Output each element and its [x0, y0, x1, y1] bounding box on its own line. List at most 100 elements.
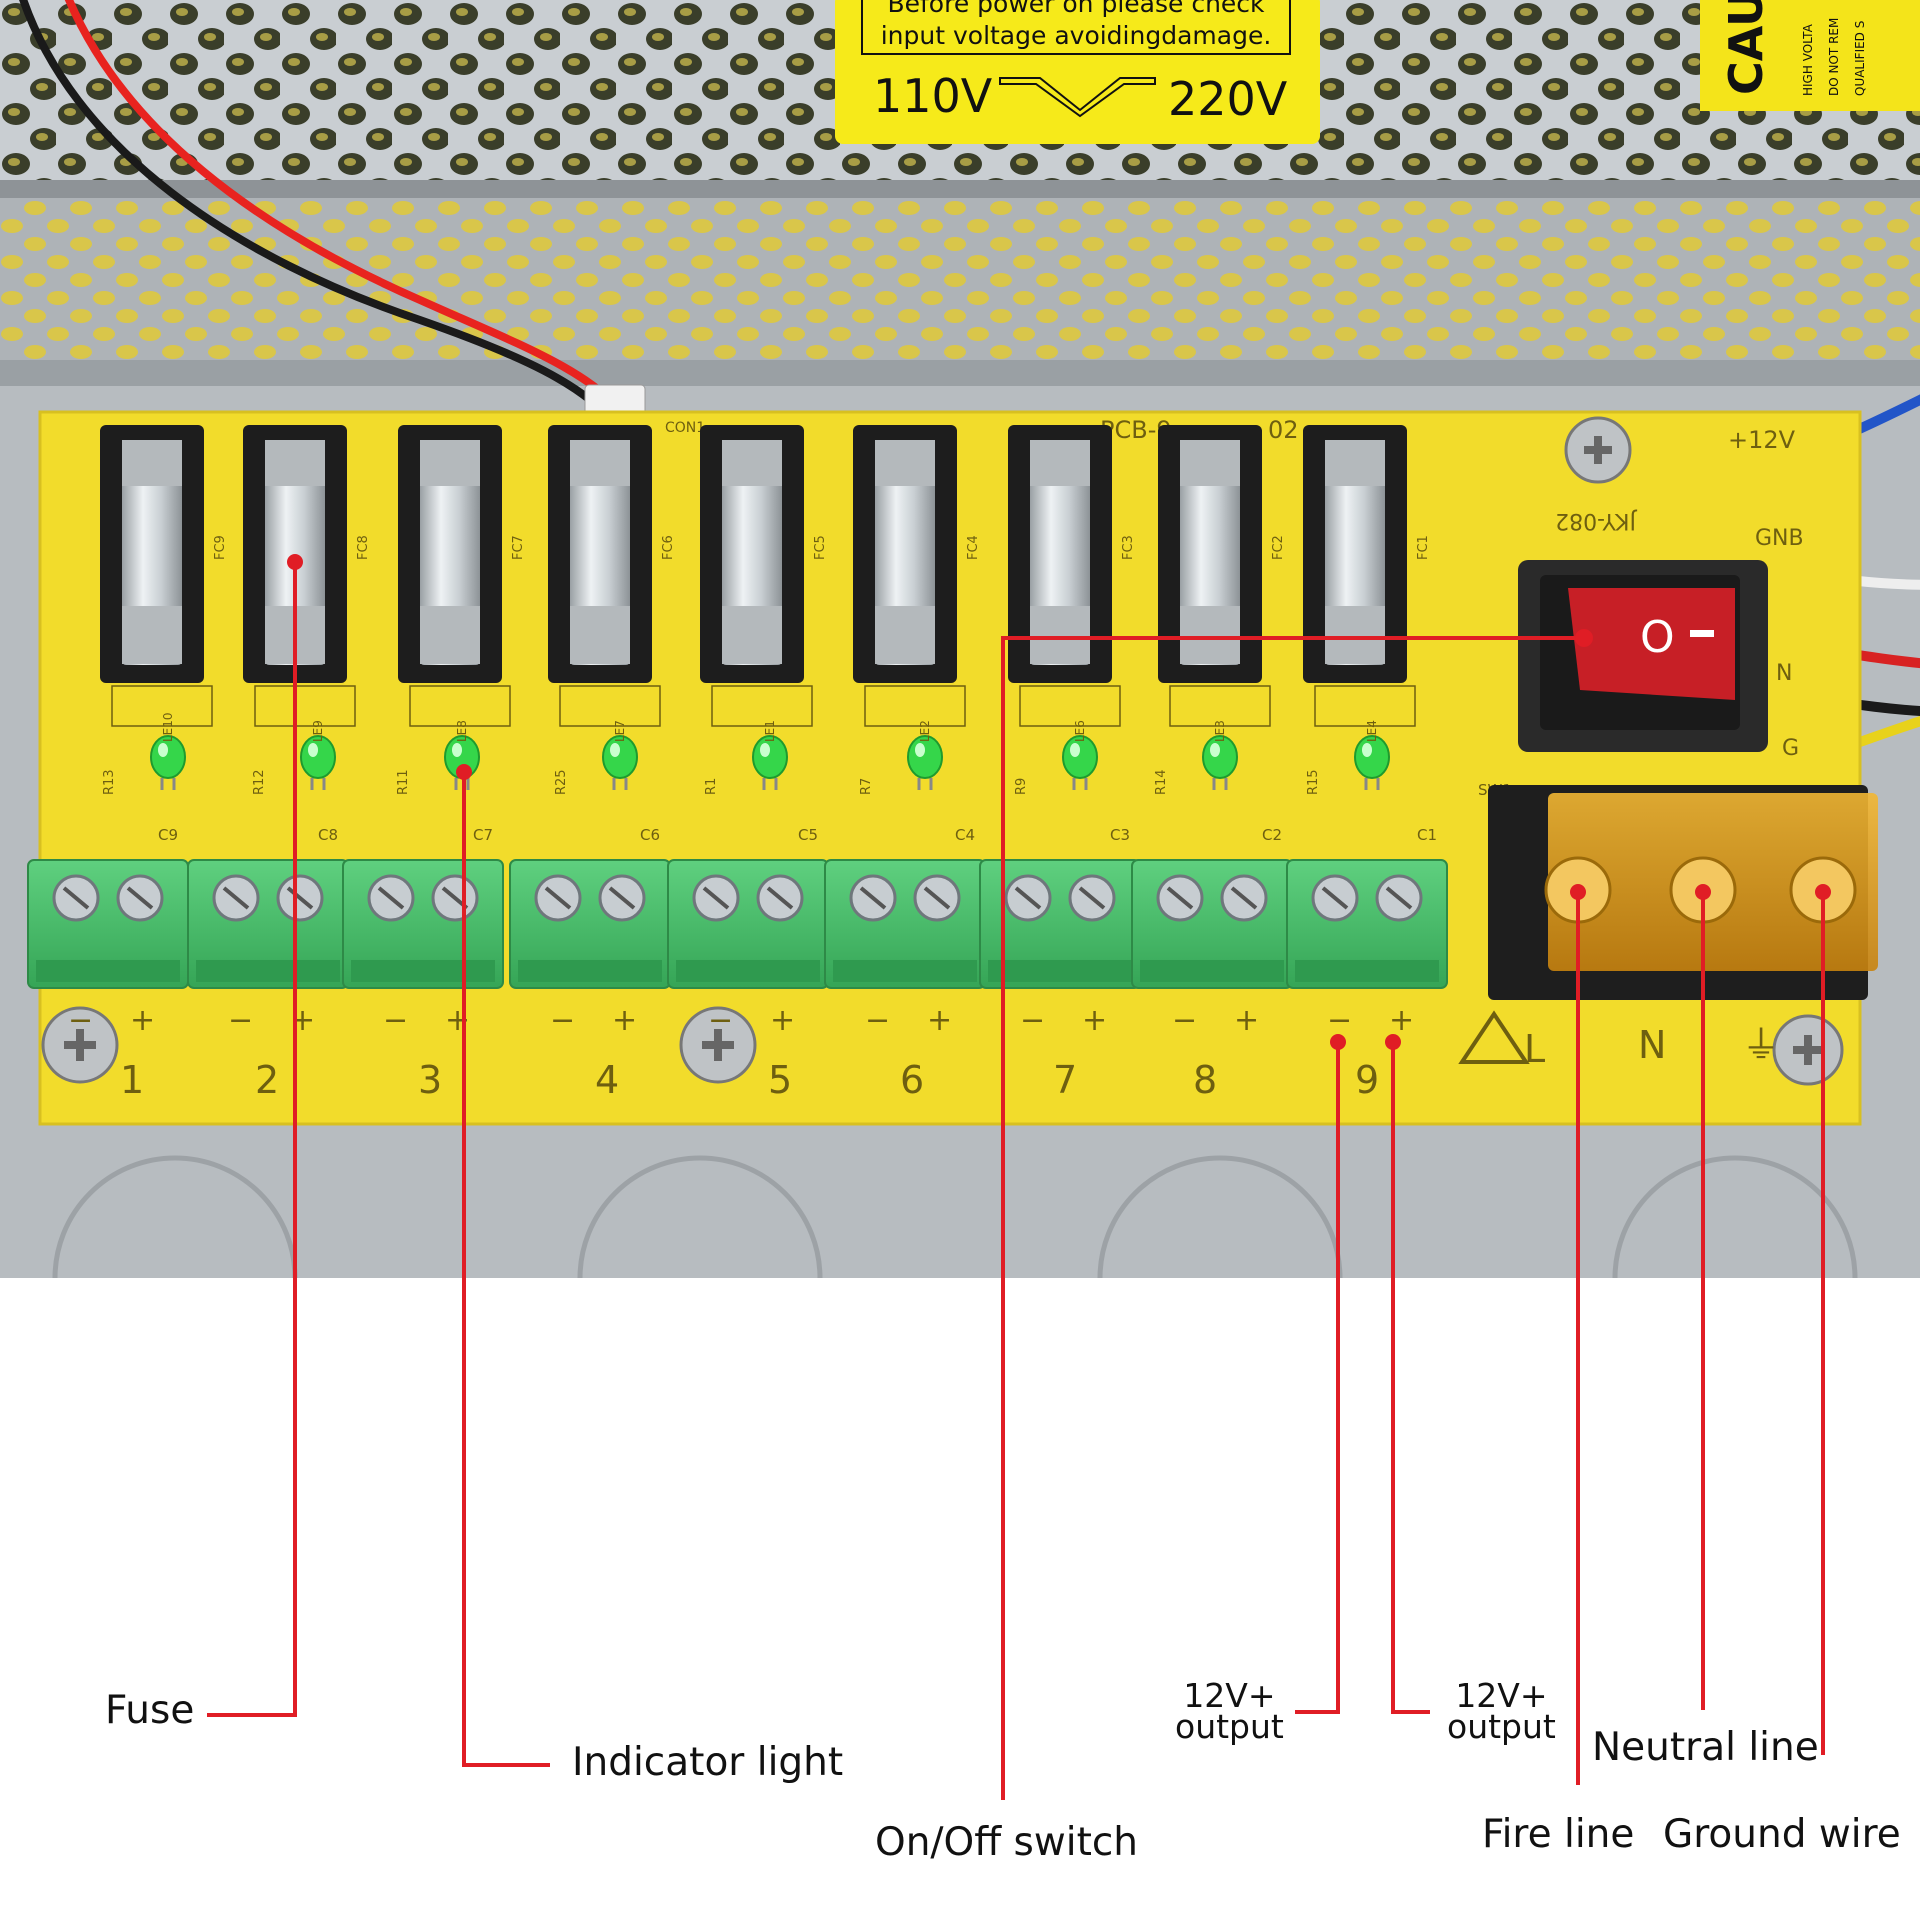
mains-label-n: N — [1638, 1023, 1666, 1067]
on-off-switch: O — [1518, 560, 1768, 752]
output-terminal-block — [667, 859, 829, 989]
resistor-ref: R1 — [704, 778, 719, 795]
fuse-ref: FC5 — [813, 535, 828, 560]
led-row: LE10R13LE9R12LE8R11LE7R25LE1R1LE2R7LE6R9… — [102, 712, 1390, 795]
connector-ref: CON1 — [665, 420, 705, 436]
cap-ref: C8 — [318, 826, 338, 844]
model-ref: JKY-082 — [1555, 508, 1638, 533]
channel-number: 1 — [120, 1058, 144, 1102]
caution-line-1: HIGH VOLTA — [1801, 23, 1815, 96]
output-terminal-block — [1286, 859, 1448, 989]
leader-indicator — [462, 770, 550, 1767]
fuse: FC4 — [853, 425, 981, 727]
polarity-minus: − — [1327, 1003, 1352, 1038]
channel-number: 7 — [1053, 1058, 1077, 1102]
output-terminal-block — [979, 859, 1141, 989]
sticker-line-2: input voltage avoidingdamage. — [881, 21, 1272, 50]
callout-indicator-light: Indicator light — [572, 1740, 844, 1785]
callout-fire-line: Fire line — [1482, 1812, 1635, 1857]
polarity-minus: − — [550, 1003, 575, 1038]
callout-output-plus: 12V+ output — [1447, 1679, 1556, 1743]
output-terminal-block — [27, 859, 189, 989]
led-ref: LE9 — [311, 720, 325, 742]
output-terminal-block — [1131, 859, 1293, 989]
channel-number: 9 — [1355, 1058, 1379, 1102]
psu-vent-strip — [0, 198, 1920, 378]
rail-label-gnb: GNB — [1755, 526, 1804, 551]
led-ref: LE4 — [1365, 720, 1379, 742]
fuse-ref: FC2 — [1271, 535, 1286, 560]
polarity-minus: − — [228, 1003, 253, 1038]
switch-off-mark: O — [1640, 612, 1675, 663]
resistor-ref: R11 — [396, 769, 411, 795]
voltage-sticker: Before power on please check input volta… — [835, 0, 1320, 144]
channel-number: 4 — [595, 1058, 619, 1102]
callout-output-minus-line1: 12V+ — [1183, 1676, 1276, 1715]
output-terminal-block — [824, 859, 986, 989]
leader-switch — [1001, 636, 1584, 1800]
fuse: FC2 — [1158, 425, 1286, 727]
polarity-minus: − — [68, 1003, 93, 1038]
polarity-plus: + — [927, 1003, 952, 1038]
fuse-ref: FC6 — [661, 535, 676, 560]
resistor-ref: R14 — [1154, 769, 1169, 795]
cap-ref: C7 — [473, 826, 493, 844]
fuse: FC6 — [548, 425, 676, 727]
callout-leaders — [207, 560, 1825, 1800]
fuse: FC3 — [1008, 425, 1136, 727]
led-ref: LE7 — [613, 720, 627, 742]
channel-number: 2 — [255, 1058, 279, 1102]
caution-line-2: DO NOT REM — [1827, 18, 1841, 96]
fuse-ref: FC1 — [1416, 535, 1431, 560]
channel-number: 5 — [768, 1058, 792, 1102]
cap-ref: C3 — [1110, 826, 1130, 844]
fuse: FC1 — [1303, 425, 1431, 727]
fuse: FC9 — [100, 425, 228, 727]
channel-number: 3 — [418, 1058, 442, 1102]
callout-on-off-switch: On/Off switch — [875, 1820, 1139, 1865]
led-ref: LE8 — [455, 720, 469, 742]
polarity-minus: − — [865, 1003, 890, 1038]
output-terminal-row — [27, 859, 1448, 989]
resistor-ref: R12 — [252, 769, 267, 795]
caution-sticker: CAU HIGH VOLTA DO NOT REM QUALIFIED S — [1700, 0, 1920, 111]
polarity-plus: + — [1389, 1003, 1414, 1038]
resistor-ref: R9 — [1014, 778, 1029, 795]
fuse-ref: FC4 — [966, 535, 981, 560]
resistor-ref: R7 — [859, 778, 874, 795]
cap-ref: C1 — [1417, 826, 1437, 844]
led-ref: LE3 — [1213, 720, 1227, 742]
fuse-ref: FC3 — [1121, 535, 1136, 560]
polarity-plus: + — [612, 1003, 637, 1038]
leader-output-plus — [1391, 1042, 1430, 1714]
cap-ref: C6 — [640, 826, 660, 844]
photo-region: Before power on please check input volta… — [0, 0, 1920, 1279]
polarity-minus: − — [1020, 1003, 1045, 1038]
callout-ground-wire: Ground wire — [1663, 1812, 1901, 1857]
fuse-ref: FC7 — [511, 535, 526, 560]
resistor-ref: R13 — [102, 769, 117, 795]
led-ref: LE2 — [918, 720, 932, 742]
fuse-ref: FC9 — [213, 535, 228, 560]
caution-title: CAU — [1719, 0, 1773, 95]
callout-neutral-line: Neutral line — [1592, 1725, 1819, 1770]
led-ref: LE6 — [1073, 720, 1087, 742]
leader-dots — [287, 554, 1831, 1050]
resistor-ref: R25 — [554, 769, 569, 795]
mains-label-l: L — [1524, 1027, 1545, 1071]
voltage-220: 220V — [1168, 72, 1288, 126]
polarity-plus: + — [1082, 1003, 1107, 1038]
resistor-ref: R15 — [1306, 769, 1321, 795]
leader-output-minus — [1295, 1042, 1340, 1714]
cap-ref: C4 — [955, 826, 975, 844]
mains-label-ground: ⏚ — [1742, 1023, 1780, 1067]
output-terminal-block — [187, 859, 349, 989]
channel-number: 8 — [1193, 1058, 1217, 1102]
